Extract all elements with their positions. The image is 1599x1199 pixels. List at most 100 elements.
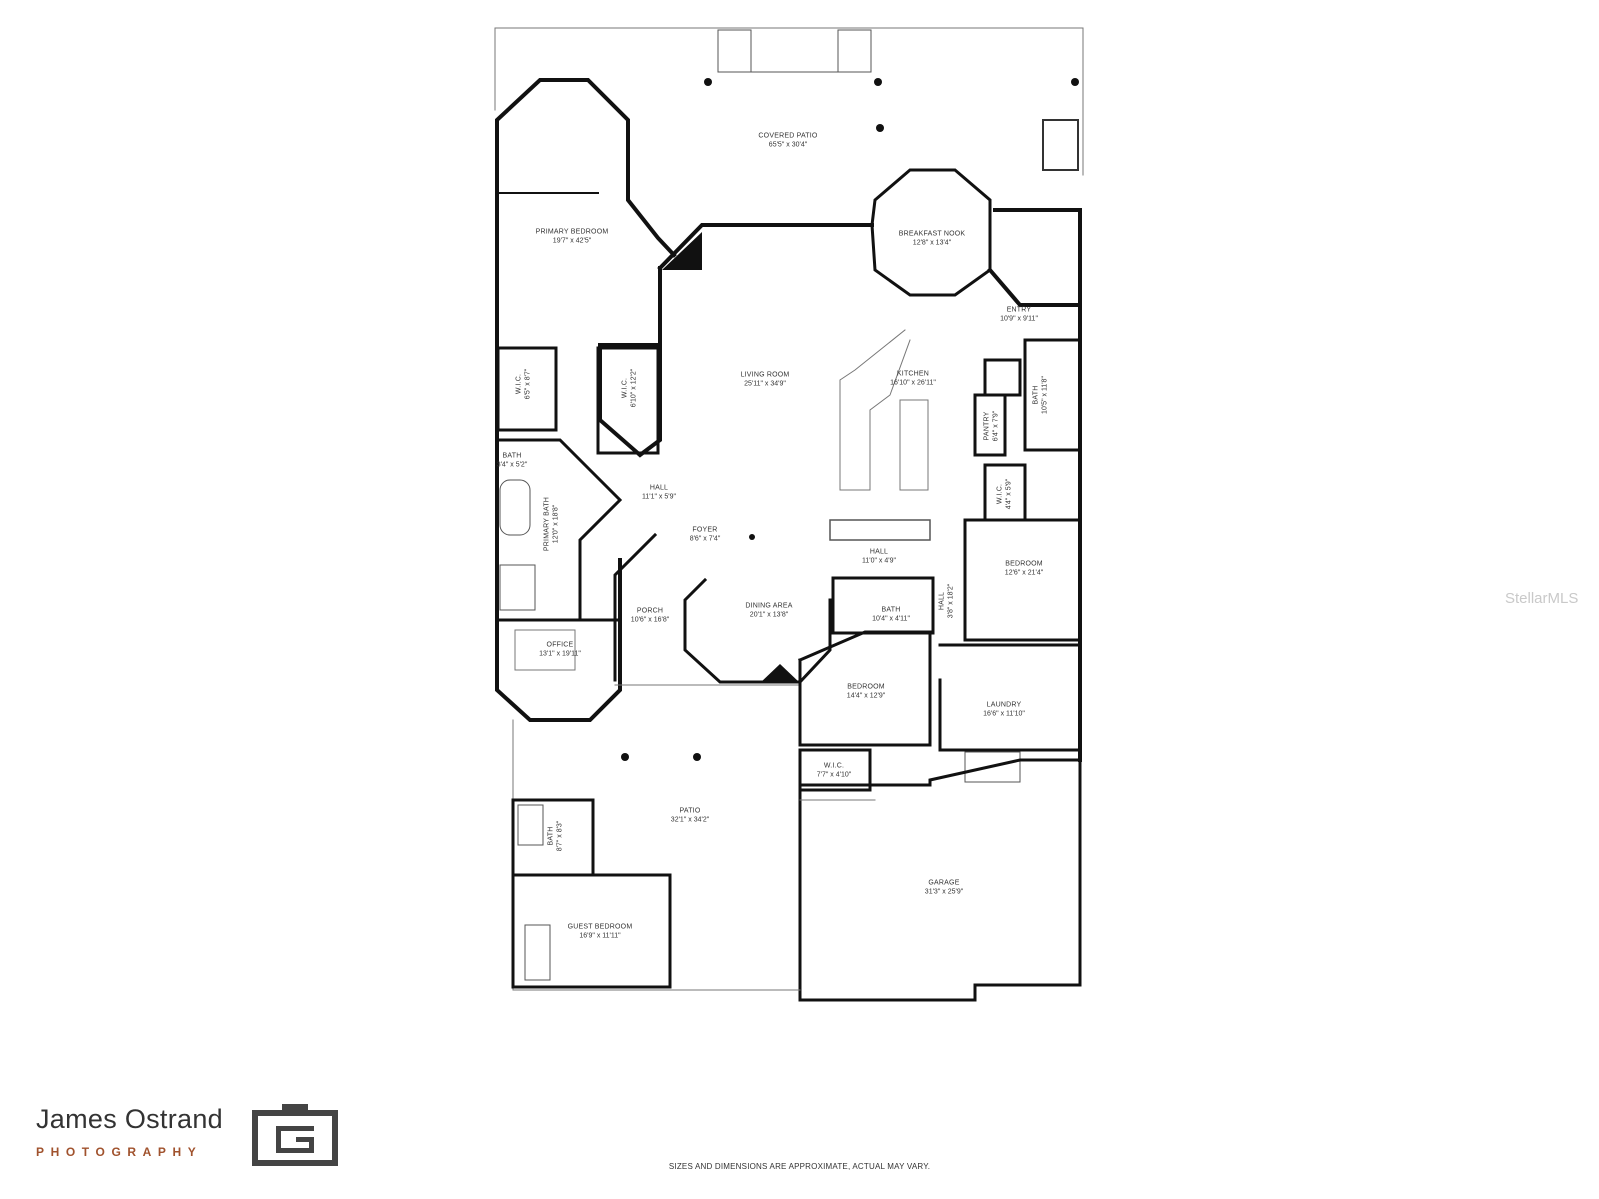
- room-label-wic-3: W.I.C. 4'4" x 5'9": [996, 479, 1014, 510]
- room-label-covered-patio: COVERED PATIO 65'5" x 30'4": [758, 132, 817, 150]
- room-dims: 7'7" x 4'10": [816, 771, 852, 778]
- room-name: W.I.C.: [823, 762, 845, 770]
- column-dot: [704, 78, 712, 86]
- room-label-garage: GARAGE 31'3" x 25'9": [925, 879, 963, 897]
- room-name: BATH: [881, 606, 901, 614]
- room-name: PATIO: [679, 807, 701, 815]
- room-dims: 3'8" x 18'2": [947, 583, 954, 619]
- room-dims: 8'7" x 8'3": [556, 820, 563, 852]
- room-name: LAUNDRY: [986, 701, 1022, 709]
- room-dims: 20'1" x 13'8": [749, 611, 789, 618]
- room-name: BATH: [547, 826, 555, 846]
- bedroom-2-walls: [798, 630, 932, 747]
- brand-subtitle: PHOTOGRAPHY: [36, 1145, 203, 1159]
- room-name: PRIMARY BEDROOM: [535, 228, 609, 236]
- room-label-bedroom-2: BEDROOM 14'4" x 12'9": [847, 683, 885, 701]
- foyer-walls: [613, 532, 658, 682]
- column-dot: [749, 534, 755, 540]
- wic-4-room: [798, 748, 872, 792]
- bath-1-room: [1023, 338, 1082, 452]
- room-name: PRIMARY BATH: [543, 496, 551, 552]
- room-dims: 32'1" x 34'2": [670, 816, 710, 823]
- bar-counter: [829, 519, 931, 541]
- room-name: BATH: [502, 452, 522, 460]
- room-dims: 10'6" x 16'8": [630, 616, 670, 623]
- room-label-bedroom-1: BEDROOM 12'6" x 21'4": [1005, 560, 1043, 578]
- room-dims: 31'3" x 25'9": [924, 888, 964, 895]
- bedroom-1-walls: [963, 518, 1082, 642]
- room-dims: 12'8" x 13'4": [912, 239, 952, 246]
- room-name: GARAGE: [928, 879, 960, 887]
- room-dims: 6'10" x 12'2": [630, 368, 637, 408]
- laundry-steps: [964, 751, 1021, 783]
- room-name: BEDROOM: [847, 683, 885, 691]
- wic-3-room: [983, 463, 1027, 522]
- room-label-bath-1: BATH 10'5" x 11'8": [1032, 376, 1050, 414]
- watermark: StellarMLS: [1505, 590, 1579, 607]
- room-dims: 6'5" x 8'7": [524, 368, 531, 400]
- room-label-bath-3: BATH 10'4" x 4'11": [872, 606, 910, 624]
- laundry-walls: [938, 643, 1082, 752]
- living-west-wall: [598, 266, 662, 458]
- room-name: BEDROOM: [1005, 560, 1043, 568]
- room-name: W.I.C.: [996, 483, 1004, 505]
- breakfast-nook-wall: [870, 168, 992, 297]
- room-label-dining-area: DINING AREA 20'1" x 13'8": [745, 602, 792, 620]
- fireplace: [1042, 119, 1079, 171]
- room-dims: 10'4" x 4'11": [872, 615, 910, 622]
- room-label-bath-4: BATH 8'7" x 8'3": [547, 821, 565, 852]
- room-name: FOYER: [692, 526, 718, 534]
- entry-north-wall: [987, 208, 1082, 307]
- dining-walls: [683, 577, 832, 684]
- room-label-bath-2: BATH 3'4" x 5'2": [497, 452, 528, 470]
- room-name: DINING AREA: [745, 602, 793, 610]
- room-label-wic-2: W.I.C. 6'10" x 12'2": [621, 369, 639, 407]
- room-label-patio: PATIO 32'1" x 34'2": [671, 807, 709, 825]
- room-dims: 11'0" x 4'9": [862, 557, 896, 564]
- room-name: HALL: [649, 484, 669, 492]
- room-name: KITCHEN: [896, 370, 930, 378]
- column-dot: [876, 124, 884, 132]
- room-name: W.I.C.: [515, 373, 523, 395]
- living-corner: [662, 232, 702, 270]
- camera-logo-icon: [252, 1104, 338, 1166]
- kitchen-counter: [839, 329, 911, 491]
- room-name: PORCH: [636, 607, 664, 615]
- room-name: LIVING ROOM: [740, 371, 790, 379]
- room-dims: 13'1" x 19'11": [539, 650, 581, 657]
- room-label-living-room: LIVING ROOM 25'11" x 34'9": [741, 371, 790, 389]
- room-label-breakfast-nook: BREAKFAST NOOK 12'8" x 13'4": [899, 230, 965, 248]
- disclaimer: SIZES AND DIMENSIONS ARE APPROXIMATE, AC…: [668, 1162, 931, 1171]
- bathtub: [499, 479, 531, 536]
- room-dims: 16'10" x 26'11": [890, 379, 936, 386]
- covered-patio-outline: [494, 27, 1084, 176]
- closet-1: [983, 358, 1022, 397]
- room-dims: 8'6" x 7'4": [689, 535, 721, 542]
- garage-walls: [798, 758, 1082, 1002]
- room-label-hall-3: HALL 3'8" x 18'2": [938, 584, 956, 619]
- shower: [499, 564, 536, 611]
- primary-bedroom-bay: [495, 78, 677, 332]
- room-label-wic-1: W.I.C. 6'5" x 8'7": [515, 369, 533, 400]
- steps-left: [717, 29, 752, 73]
- room-label-hall-1: HALL 11'1" x 5'9": [642, 484, 676, 502]
- office-walls: [496, 618, 622, 692]
- room-dims: 65'5" x 30'4": [768, 141, 808, 148]
- north-wall: [657, 223, 874, 271]
- room-name: BREAKFAST NOOK: [898, 230, 966, 238]
- room-dims: 10'9" x 9'11": [1000, 315, 1038, 322]
- room-dims: 16'9" x 11'11": [579, 932, 621, 939]
- room-name: HALL: [869, 548, 889, 556]
- wic-2-room: [596, 346, 660, 455]
- wic-1-room: [496, 346, 558, 432]
- room-label-foyer: FOYER 8'6" x 7'4": [690, 526, 721, 544]
- column-dot: [621, 753, 629, 761]
- room-dims: 12'0" x 18'8": [552, 504, 559, 544]
- room-name: OFFICE: [546, 641, 574, 649]
- room-label-laundry: LAUNDRY 16'6" x 11'10": [983, 701, 1025, 719]
- room-label-hall-2: HALL 11'0" x 4'9": [862, 548, 896, 566]
- room-dims: 19'7" x 42'5": [552, 237, 592, 244]
- column-dot: [1071, 78, 1079, 86]
- dining-corner: [760, 664, 800, 683]
